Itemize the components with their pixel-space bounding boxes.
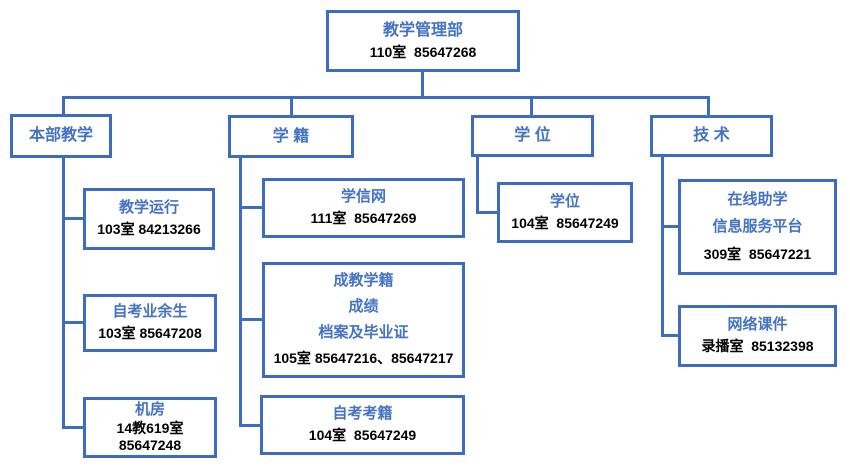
connector-stub-jifang — [62, 426, 83, 429]
connector-stub-zikao-yeyusheng — [62, 321, 83, 324]
node-chengjiao-title-line1: 成教学籍 — [333, 272, 394, 290]
connector-drop-jishu — [707, 96, 710, 116]
node-zikao-kaoji-detail: 104室 85647249 — [308, 427, 417, 444]
connector-stub-jiaoxue-yunxing — [62, 217, 83, 220]
connector-stub-zikao-kaoji — [239, 424, 260, 427]
node-header-benbu: 本部教学 — [10, 114, 112, 158]
node-wangluo-title: 网络课件 — [727, 316, 788, 334]
node-root-detail: 110室 85647268 — [369, 43, 477, 60]
node-zikao-yeyusheng-title: 自考业余生 — [112, 303, 188, 321]
node-xuewei: 学位 104室 85647249 — [497, 182, 633, 243]
connector-jishu-spine — [661, 156, 664, 337]
node-xuexinwang-detail: 111室 85647269 — [310, 210, 417, 227]
connector-stub-chengjiao — [239, 318, 262, 321]
node-jifang: 机房 14教619室 85647248 — [83, 397, 217, 458]
node-zaixian-detail: 309室 85647221 — [703, 245, 812, 262]
node-jifang-detail-line2: 85647248 — [118, 436, 182, 453]
node-zikao-kaoji-title: 自考考籍 — [332, 405, 393, 423]
connector-benbu-spine — [62, 156, 65, 429]
connector-stub-wangluo — [661, 334, 678, 337]
node-header-jishu-label: 技 术 — [693, 127, 730, 144]
node-zaixian-title-line2: 信息服务平台 — [712, 218, 803, 236]
node-chengjiao-title-line3: 档案及毕业证 — [318, 324, 409, 342]
node-xuewei-detail: 104室 85647249 — [511, 214, 619, 231]
node-xuexinwang: 学信网 111室 85647269 — [262, 178, 465, 238]
connector-stub-zaixian — [661, 225, 678, 228]
node-header-xueji-label: 学 籍 — [272, 127, 310, 145]
node-jifang-title: 机房 — [134, 401, 165, 419]
connector-drop-benbu — [62, 96, 65, 115]
node-chengjiao-title-line2: 成绩 — [348, 298, 379, 316]
connector-drop-xuewei — [530, 96, 533, 116]
node-jiaoxue-yunxing-detail: 103室 84213266 — [97, 221, 201, 238]
connector-main-horizontal — [62, 96, 710, 99]
node-chengjiao: 成教学籍 成绩 档案及毕业证 105室 85647216、85647217 — [262, 262, 465, 378]
node-zaixian: 在线助学 信息服务平台 309室 85647221 — [678, 179, 837, 275]
node-wangluo: 网络课件 录播室 85132398 — [678, 305, 837, 367]
node-jiaoxue-yunxing: 教学运行 103室 84213266 — [83, 188, 215, 250]
node-header-jishu: 技 术 — [650, 115, 773, 157]
node-xuexinwang-title: 学信网 — [340, 188, 386, 206]
node-zikao-yeyusheng-detail: 103室 85647208 — [98, 325, 202, 342]
node-root: 教学管理部 110室 85647268 — [326, 10, 520, 72]
connector-xueji-spine — [239, 156, 242, 427]
node-zaixian-title-line1: 在线助学 — [727, 190, 788, 208]
node-jiaoxue-yunxing-title: 教学运行 — [118, 199, 179, 217]
node-header-xuewei-label: 学 位 — [514, 127, 551, 144]
node-zikao-yeyusheng: 自考业余生 103室 85647208 — [83, 294, 217, 352]
connector-drop-xueji — [290, 96, 293, 116]
connector-xuewei-spine — [476, 156, 479, 214]
node-header-xuewei: 学 位 — [471, 115, 594, 157]
node-chengjiao-detail: 105室 85647216、85647217 — [273, 350, 454, 367]
node-zikao-kaoji: 自考考籍 104室 85647249 — [260, 395, 465, 455]
node-jifang-detail-line1: 14教619室 — [116, 420, 184, 437]
connector-stub-xuewei — [476, 211, 497, 214]
connector-stub-xuexinwang — [239, 206, 262, 209]
node-root-title: 教学管理部 — [382, 21, 463, 39]
connector-root-drop — [421, 71, 424, 98]
node-wangluo-detail: 录播室 85132398 — [701, 338, 814, 355]
node-header-benbu-label: 本部教学 — [28, 127, 93, 144]
node-header-xueji: 学 籍 — [228, 115, 354, 158]
node-xuewei-title: 学位 — [549, 192, 580, 210]
